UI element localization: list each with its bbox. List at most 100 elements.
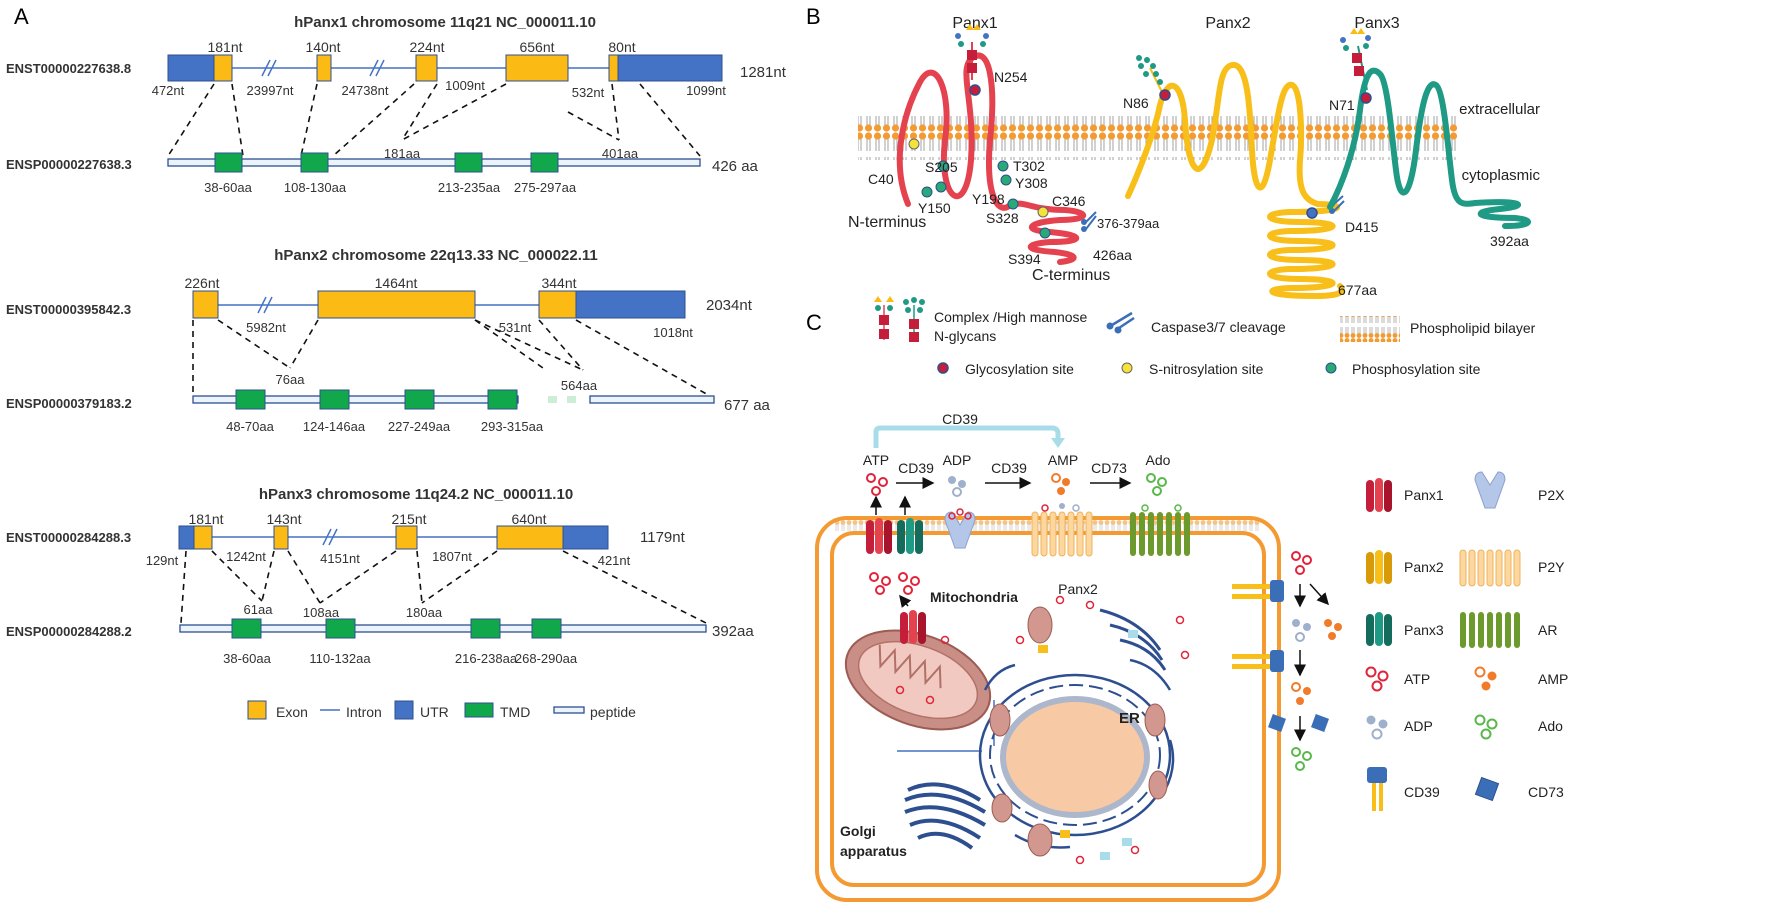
bilayer-legend-swatch — [1340, 316, 1400, 342]
panx2-transcript-id: ENST00000395842.3 — [6, 302, 131, 317]
exon2-length: 140nt — [305, 39, 340, 55]
peptide-bar — [192, 395, 519, 404]
legend-panx1-icon — [1366, 478, 1392, 512]
intron-break-marks — [322, 528, 338, 546]
peptide-bar — [589, 395, 715, 404]
utr-block — [575, 290, 686, 319]
tmd4-range: 293-315aa — [481, 419, 544, 434]
legend-a: Exon Intron UTR TMD peptide — [247, 700, 636, 720]
utr3-length: 421nt — [598, 553, 631, 568]
exon-block — [273, 525, 289, 550]
legend-cd73-label: CD73 — [1528, 784, 1564, 800]
legend-intron-label: Intron — [346, 704, 382, 720]
utr-block — [178, 525, 195, 550]
panx1-glycan-icon — [955, 24, 989, 80]
intron1-length: 5982nt — [246, 320, 286, 335]
site-d415: D415 — [1345, 219, 1379, 235]
mito-panx1-channel — [900, 610, 926, 644]
caspase-site — [1306, 207, 1318, 219]
legend-peptide-swatch — [553, 706, 585, 714]
aa-mark: 564aa — [561, 378, 598, 393]
aa-mark: 76aa — [276, 372, 306, 387]
exon2-length: 143nt — [266, 511, 301, 527]
s-nitrosylation-site — [908, 138, 920, 150]
tmd-block — [325, 618, 356, 639]
panx3-title: hPanx3 chromosome 11q24.2 NC_000011.10 — [259, 486, 573, 503]
atp-label: ATP — [863, 452, 889, 468]
glycan-legend-icon — [874, 296, 925, 342]
topology-panel: extracellular cytoplasmic Panx1 Panx2 Pa… — [848, 15, 1540, 300]
golgi-label-1: Golgi — [840, 823, 876, 839]
panx3-protein-length: 392aa — [712, 623, 754, 640]
glycosylation-site — [1360, 92, 1372, 104]
cd39-label-a: CD39 — [898, 460, 934, 476]
panx2-gene-structure: hPanx2 chromosome 22q13.33 NC_000022.11 … — [6, 247, 771, 434]
legend-panx1-label: Panx1 — [1404, 487, 1444, 503]
intron2-length: 4151nt — [320, 551, 360, 566]
panx3-glycan-icon — [1340, 28, 1371, 91]
intron4-length: 532nt — [572, 85, 605, 100]
utr-block — [167, 54, 215, 82]
legend-cd39-icon — [1367, 767, 1387, 811]
panx2-end-label: 677aa — [1338, 282, 1377, 298]
intron1-length: 23997nt — [247, 83, 294, 98]
panel-c-label: C — [806, 310, 822, 335]
site-t302: T302 — [1013, 158, 1045, 174]
phosphorylation-site — [1000, 174, 1012, 186]
amp-label: AMP — [1048, 452, 1078, 468]
peptide-faint-block — [567, 396, 576, 403]
golgi-label-2: apparatus — [840, 843, 907, 859]
tmd1-range: 48-70aa — [226, 419, 274, 434]
tmd-block — [531, 618, 562, 639]
legend-peptide-label: peptide — [590, 704, 636, 720]
phosphorylation-site — [921, 186, 933, 198]
tmd3-range: 227-249aa — [388, 419, 451, 434]
ado-label: Ado — [1146, 452, 1171, 468]
legend-c: Panx1 P2X Panx2 P2Y Panx3 — [1365, 471, 1568, 811]
tmd4-range: 275-297aa — [514, 180, 577, 195]
utr3-length: 1099nt — [686, 83, 726, 98]
utr-block — [562, 525, 609, 550]
tmd4-range: 268-290aa — [515, 651, 578, 666]
cd39-channel-lower — [1232, 650, 1284, 672]
caspase-legend-icon — [1106, 311, 1135, 334]
panx2-transcript-length: 2034nt — [706, 297, 753, 314]
panx2-topology-title: Panx2 — [1205, 15, 1250, 32]
panx2-protein-id: ENSP00000379183.2 — [6, 396, 132, 411]
exon-block — [213, 54, 233, 82]
legend-p2x-label: P2X — [1538, 487, 1565, 503]
bilayer-legend-label: Phospholipid bilayer — [1410, 320, 1536, 336]
panx2-c-terminal-coil — [1267, 201, 1345, 300]
mitochondria-label: Mitochondria — [930, 589, 1018, 605]
panx3-transcript-id: ENST00000284288.3 — [6, 530, 131, 545]
legend-ado-icon — [1474, 714, 1498, 740]
panx1-protein-length: 426 aa — [712, 158, 759, 175]
exon-block — [608, 54, 619, 82]
s-nitrosylation-site — [1037, 206, 1049, 218]
site-y150: Y150 — [918, 200, 951, 216]
legend-p2y-icon — [1459, 549, 1521, 587]
cd39-channel-upper — [1232, 580, 1284, 602]
legend-ar-label: AR — [1538, 622, 1557, 638]
legend-adp-label: ADP — [1404, 718, 1433, 734]
panx1-chain — [896, 52, 1087, 265]
cd39-bypass-arrowhead — [1051, 438, 1065, 448]
exon5-length: 80nt — [608, 39, 635, 55]
p2x-receptor — [944, 508, 976, 549]
legend-tmd-swatch — [464, 702, 494, 718]
tmd3-range: 213-235aa — [438, 180, 501, 195]
panx2-protein-length: 677 aa — [724, 397, 771, 414]
tmd-block — [454, 152, 483, 173]
intracellular-atp — [869, 572, 920, 595]
tmd-block — [319, 389, 350, 410]
legend-adp-icon — [1366, 715, 1388, 740]
legend-ar-icon — [1460, 612, 1520, 648]
ar-receptor — [1130, 504, 1190, 556]
cd39-top-label: CD39 — [942, 411, 978, 427]
endoplasmic-reticulum — [978, 658, 1175, 849]
modification-legend: Complex /High mannose N-glycans Caspase3… — [874, 296, 1536, 377]
exon3-length: 344nt — [541, 275, 576, 291]
s-nitrosylation-legend-label: S-nitrosylation site — [1149, 361, 1264, 377]
extracellular-label: extracellular — [1459, 101, 1540, 118]
tmd-block — [470, 618, 501, 639]
